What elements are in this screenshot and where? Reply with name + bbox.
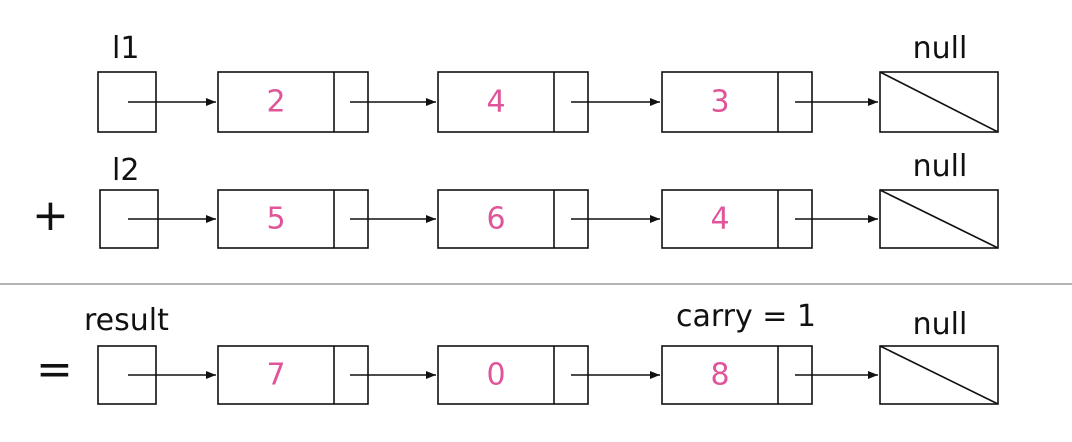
plus-operator: +	[32, 190, 69, 241]
null-node	[879, 345, 999, 405]
list-node: 8	[661, 345, 813, 405]
equals-operator: =	[36, 344, 73, 395]
null-label: null	[913, 31, 968, 66]
node-value: 6	[486, 202, 505, 237]
node-value: 5	[266, 202, 285, 237]
null-label: null	[913, 149, 968, 184]
node-value: 4	[486, 85, 505, 120]
list-row-l1: l1 2 4 3 null	[97, 31, 999, 133]
list-node: 4	[437, 71, 589, 133]
list-node: 6	[437, 189, 589, 249]
node-value: 0	[486, 358, 505, 393]
node-value: 7	[266, 358, 285, 393]
list-node: 5	[217, 189, 369, 249]
null-label: null	[913, 307, 968, 342]
list-label: l2	[112, 153, 139, 188]
list-row-result: result 7 0 8 carry = 1 null	[84, 299, 999, 405]
carry-annotation: carry = 1	[676, 299, 816, 334]
null-node	[879, 71, 999, 133]
list-node: 2	[217, 71, 369, 133]
list-node: 4	[661, 189, 813, 249]
list-node: 3	[661, 71, 813, 133]
list-row-l2: l2 5 6 4 null	[99, 149, 999, 249]
node-value: 4	[710, 202, 729, 237]
list-label: l1	[112, 31, 139, 66]
list-label: result	[84, 303, 169, 338]
node-value: 3	[710, 85, 729, 120]
list-node: 0	[437, 345, 589, 405]
node-value: 8	[710, 358, 729, 393]
list-node: 7	[217, 345, 369, 405]
null-node	[879, 189, 999, 249]
node-value: 2	[266, 85, 285, 120]
